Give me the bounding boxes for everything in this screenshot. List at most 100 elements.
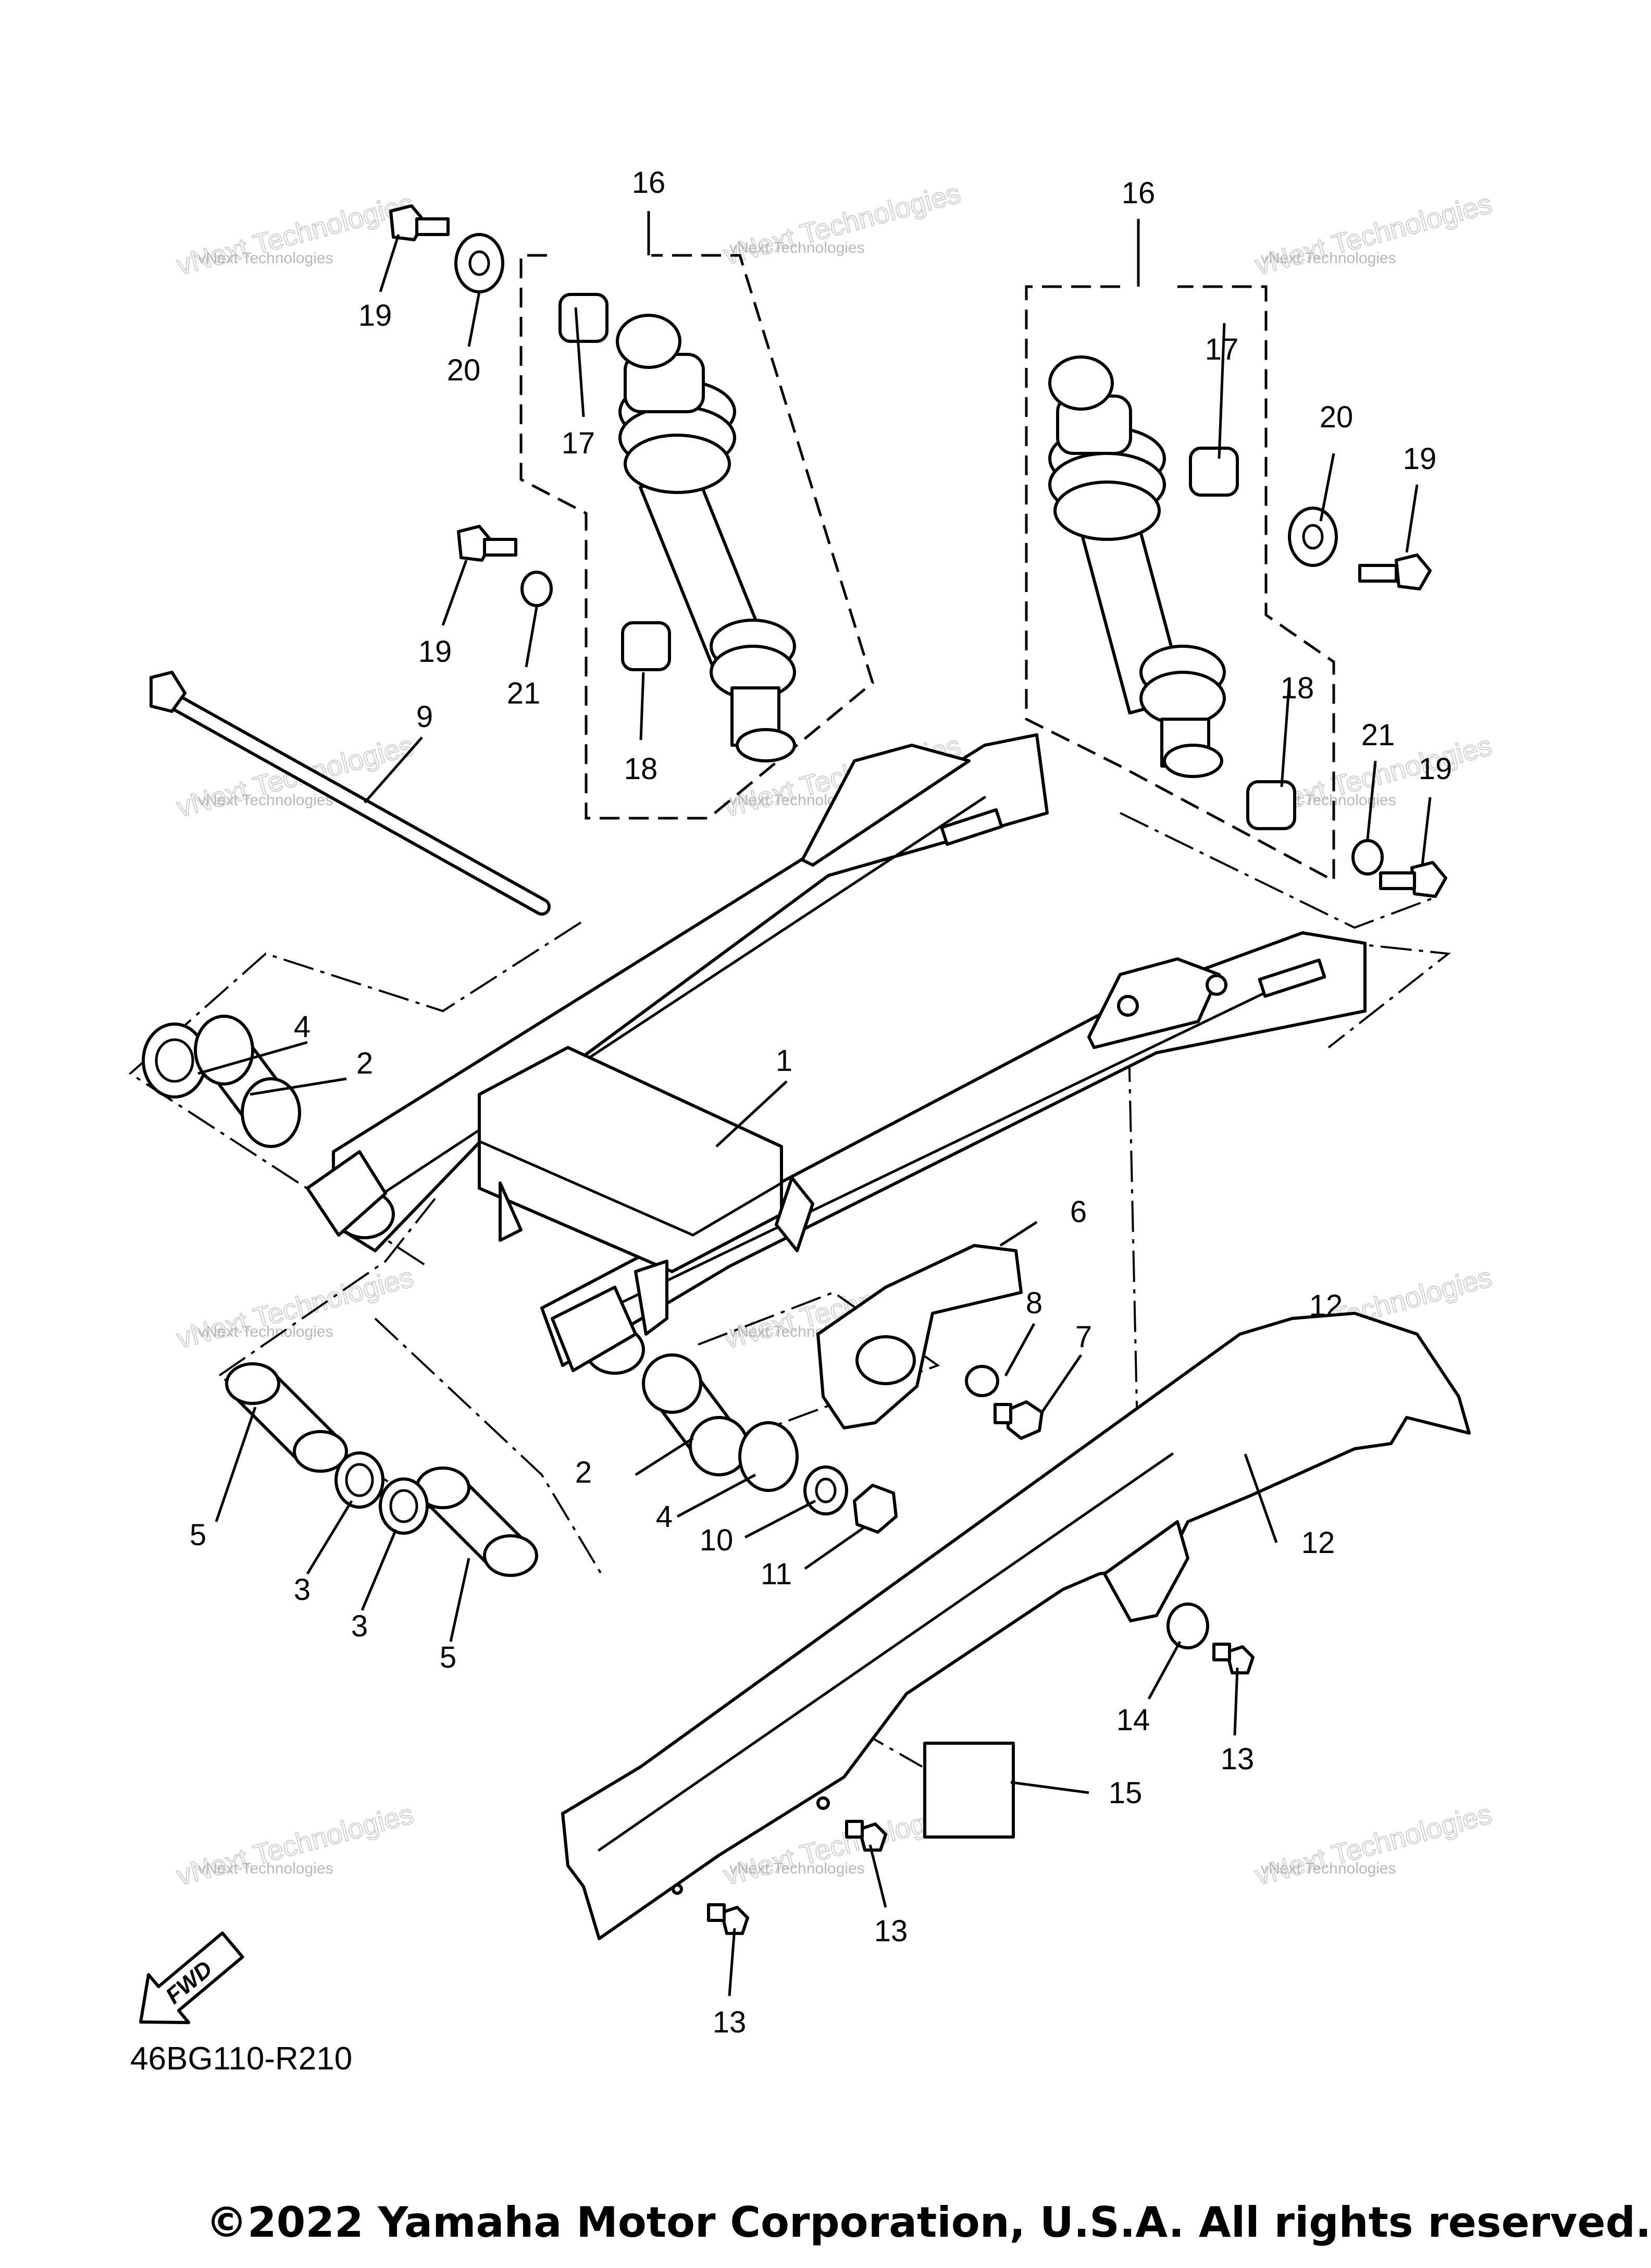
watermark: vNext Technologies <box>729 239 865 256</box>
callout-18: 18 <box>1281 671 1314 705</box>
watermark: vNext Technologies <box>198 1860 333 1877</box>
callout-4: 4 <box>656 1500 673 1534</box>
chain-case-edge <box>598 1452 1174 1852</box>
callout-19: 19 <box>1419 752 1453 786</box>
callout-20: 20 <box>1320 400 1354 434</box>
washer-hole <box>815 1477 837 1503</box>
callout-19: 19 <box>1403 442 1437 476</box>
bolt-7 <box>994 1400 1044 1440</box>
nut-11 <box>853 1484 898 1534</box>
label-15 <box>923 1742 1015 1839</box>
thrust-cover-4 <box>738 1421 799 1492</box>
watermark: vNext Technologies <box>1261 1860 1396 1877</box>
callout-3: 3 <box>351 1609 368 1643</box>
callout-18: 18 <box>624 752 658 786</box>
chain-guide-6 <box>816 1244 1023 1429</box>
watermark: vNext Technologies <box>1252 188 1495 281</box>
chain-guide-hole <box>855 1335 916 1385</box>
pivot-shaft <box>150 671 551 916</box>
bushing-5-end <box>483 1534 538 1577</box>
bushing-17-left <box>558 293 609 343</box>
watermark: vNext Technologies <box>729 1860 865 1877</box>
thrust-cover-hole <box>155 1038 194 1083</box>
bushing-17-right <box>1189 447 1239 497</box>
bushing-5-end <box>225 1362 280 1405</box>
bolt-19 <box>1358 553 1432 590</box>
callout-6: 6 <box>1070 1195 1087 1229</box>
watermark: vNext Technologies <box>198 1323 333 1340</box>
callout-12: 12 <box>1301 1526 1335 1560</box>
watermark: vNext Technologies <box>173 1798 417 1892</box>
callout-7: 7 <box>1075 1320 1092 1354</box>
bushing-5-end <box>293 1430 348 1473</box>
bolt-19 <box>457 525 517 562</box>
callout-12: 12 <box>1309 1289 1343 1323</box>
leader-lines <box>197 211 1432 1996</box>
bushing-18-left <box>621 621 671 671</box>
callout-19: 19 <box>358 299 392 332</box>
callout-3: 3 <box>294 1573 311 1607</box>
watermark: vNext Technologies <box>721 178 964 271</box>
bolt-19 <box>389 204 450 241</box>
parts-diagram: vNext Technologies vNext Technologies vN… <box>128 166 1496 2039</box>
callout-15: 15 <box>1109 1776 1143 1810</box>
callout-13: 13 <box>713 2005 747 2039</box>
shock-absorber-right <box>1048 355 1226 778</box>
callout-13: 13 <box>1221 1742 1255 1776</box>
washer-20-left <box>454 233 504 293</box>
chain-case-bracket <box>1103 1520 1189 1622</box>
callout-2: 2 <box>356 1046 373 1080</box>
washer-hole <box>1302 524 1324 550</box>
seal-3 <box>379 1477 429 1535</box>
bolt-13 <box>1212 1643 1255 1674</box>
washer-21-left <box>520 571 553 607</box>
callout-16: 16 <box>632 166 666 200</box>
watermark: vNext Technologies <box>1252 1798 1495 1892</box>
bushing-2-end <box>689 1416 749 1476</box>
seal-hole <box>345 1463 374 1497</box>
shock-assembly-left-outline <box>519 254 874 820</box>
callout-17: 17 <box>562 426 595 460</box>
callout-20: 20 <box>447 353 481 387</box>
callout-17: 17 <box>1205 332 1239 366</box>
watermark: vNext Technologies <box>198 250 333 267</box>
bolt-19 <box>1379 861 1447 898</box>
shock-assembly-right-outline <box>1025 285 1335 883</box>
callout-1: 1 <box>776 1044 792 1078</box>
bushing-2-end <box>194 1015 254 1086</box>
washer-20-right <box>1288 507 1338 567</box>
callout-2: 2 <box>575 1456 592 1489</box>
bushing-2-end <box>241 1077 301 1148</box>
bolt-13 <box>707 1903 749 1935</box>
copyright-notice: ©2022 Yamaha Motor Corporation, U.S.A. A… <box>206 2198 1651 2247</box>
callout-11: 11 <box>761 1557 792 1591</box>
washer-14 <box>1166 1603 1209 1649</box>
shock-absorber-left <box>616 314 796 762</box>
seal-3 <box>334 1451 384 1509</box>
diagram-code: 46BG110-R210 <box>130 2041 353 2077</box>
watermark: vNext Technologies <box>1261 250 1396 267</box>
callout-21: 21 <box>507 676 541 710</box>
callout-21: 21 <box>1361 718 1395 752</box>
callout-9: 9 <box>416 700 433 734</box>
callout-8: 8 <box>1026 1286 1042 1320</box>
chain-case-hole <box>816 1796 830 1810</box>
callout-5: 5 <box>440 1641 456 1674</box>
forward-arrow-icon: FWD <box>139 1931 244 2024</box>
callout-14: 14 <box>1116 1703 1150 1737</box>
bushing-2-end <box>642 1353 702 1414</box>
bushing-18-right <box>1246 780 1296 830</box>
chain-case-12 <box>561 1312 1471 1940</box>
callout-19: 19 <box>418 635 452 669</box>
washer-21-right <box>1351 839 1384 876</box>
callout-16: 16 <box>1122 176 1156 210</box>
watermark: vNext Technologies <box>198 792 333 809</box>
watermark: vNext Technologies <box>173 188 417 281</box>
swingarm <box>306 733 1367 1375</box>
seal-hole <box>389 1489 418 1523</box>
callout-10: 10 <box>700 1523 734 1557</box>
callouts: 16 16 19 20 17 17 20 19 19 21 18 18 21 1… <box>190 166 1452 2039</box>
callout-4: 4 <box>294 1010 311 1044</box>
bolt-13 <box>845 1820 887 1852</box>
washer-10 <box>803 1465 848 1515</box>
